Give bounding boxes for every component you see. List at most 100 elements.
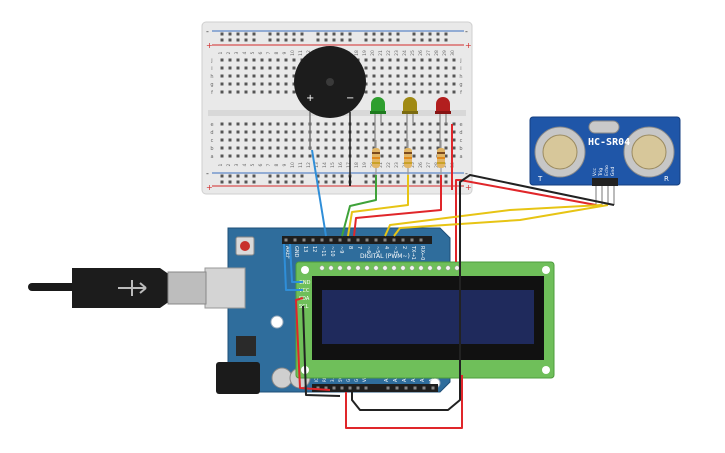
sensor-pin-label: Gnd bbox=[610, 167, 616, 176]
row-letter: g bbox=[459, 82, 462, 88]
strip-hole bbox=[252, 154, 256, 158]
strip-hole bbox=[420, 90, 424, 94]
wire-lcd-scl[interactable] bbox=[283, 243, 303, 291]
column-number: 11 bbox=[298, 162, 304, 168]
strip-hole bbox=[372, 146, 376, 150]
strip-hole bbox=[220, 82, 224, 86]
wire-lcd-vcc[interactable] bbox=[295, 297, 331, 391]
strip-hole bbox=[332, 138, 336, 142]
piezo-buzzer[interactable]: + − bbox=[294, 46, 366, 176]
strip-hole bbox=[428, 154, 432, 158]
strip-hole bbox=[420, 138, 424, 142]
strip-hole bbox=[236, 82, 240, 86]
strip-hole bbox=[396, 74, 400, 78]
rail-hole bbox=[228, 38, 232, 42]
rail-hole bbox=[300, 180, 304, 184]
strip-hole bbox=[404, 82, 408, 86]
rail-hole bbox=[388, 38, 392, 42]
wire-red-led[interactable] bbox=[353, 175, 442, 237]
digital-pin-label: AREF bbox=[284, 246, 290, 259]
strip-hole bbox=[236, 66, 240, 70]
rail-hole bbox=[244, 38, 248, 42]
wire-sensor-gnd[interactable] bbox=[351, 174, 615, 411]
digital-pin-socket bbox=[311, 238, 315, 242]
column-number: 27 bbox=[426, 50, 432, 56]
digital-pin-socket bbox=[293, 238, 297, 242]
strip-hole bbox=[260, 82, 264, 86]
strip-hole bbox=[244, 66, 248, 70]
strip-hole bbox=[428, 82, 432, 86]
strip-hole bbox=[228, 74, 232, 78]
rail-hole bbox=[324, 38, 328, 42]
wire-buzzer-signal[interactable] bbox=[311, 149, 327, 237]
strip-hole bbox=[452, 138, 456, 142]
sensor-crystal bbox=[588, 120, 620, 134]
row-letter: i bbox=[460, 66, 461, 72]
yellow-led-dome bbox=[403, 97, 417, 112]
wire-lcd-sda[interactable] bbox=[289, 243, 303, 283]
strip-hole bbox=[364, 130, 368, 134]
column-number: 9 bbox=[282, 163, 288, 166]
strip-hole bbox=[396, 122, 400, 126]
usb-cable-wire bbox=[28, 283, 80, 291]
wire-yellow-led[interactable] bbox=[347, 175, 409, 237]
resistor-2[interactable] bbox=[404, 140, 412, 175]
strip-hole bbox=[420, 82, 424, 86]
rail-hole bbox=[268, 174, 272, 178]
strip-hole bbox=[260, 122, 264, 126]
strip-hole bbox=[252, 130, 256, 134]
column-number: 25 bbox=[410, 162, 416, 168]
wire-sensor-trig[interactable] bbox=[384, 204, 603, 237]
strip-hole bbox=[420, 146, 424, 150]
row-letter: d bbox=[210, 130, 213, 136]
rail-hole bbox=[252, 38, 256, 42]
strip-hole bbox=[316, 146, 320, 150]
rail-hole bbox=[380, 32, 384, 36]
wire-green-led[interactable] bbox=[341, 175, 377, 237]
column-number: 29 bbox=[442, 50, 448, 56]
strip-hole bbox=[332, 146, 336, 150]
digital-pin-label: 8 bbox=[347, 246, 353, 249]
wire-lcd-gnd[interactable] bbox=[302, 305, 341, 397]
resistor-1[interactable] bbox=[372, 140, 380, 175]
rail-hole bbox=[372, 32, 376, 36]
green-led[interactable] bbox=[370, 97, 386, 150]
rail-hole bbox=[428, 180, 432, 184]
strip-hole bbox=[236, 130, 240, 134]
wire-sensor-vcc[interactable] bbox=[455, 179, 597, 262]
strip-hole bbox=[228, 138, 232, 142]
analog-pin-socket bbox=[386, 386, 390, 390]
row-letter: j bbox=[459, 58, 461, 64]
column-number: 2 bbox=[226, 163, 232, 166]
strip-hole bbox=[380, 146, 384, 150]
usb-cable[interactable] bbox=[28, 268, 207, 308]
lcd-pin bbox=[400, 265, 406, 271]
column-number: 3 bbox=[234, 163, 240, 166]
red-led[interactable] bbox=[435, 97, 451, 150]
column-number: 9 bbox=[282, 51, 288, 54]
lcd-pin bbox=[328, 265, 334, 271]
rail-hole bbox=[332, 174, 336, 178]
strip-hole bbox=[228, 66, 232, 70]
bottom-rail-minus-label-right: - bbox=[465, 169, 468, 178]
wire-5v-loop[interactable] bbox=[345, 375, 463, 429]
row-letter: c bbox=[211, 138, 214, 144]
strip-hole bbox=[380, 66, 384, 70]
sensor-t-mark: T bbox=[537, 175, 543, 183]
strip-hole bbox=[436, 82, 440, 86]
strip-hole bbox=[324, 146, 328, 150]
analog-pin-socket bbox=[395, 386, 399, 390]
sensor-pin-header bbox=[592, 178, 618, 186]
digital-header-label: DIGITAL (PWM~) bbox=[360, 253, 410, 260]
column-number: 18 bbox=[354, 162, 360, 168]
resistor-3[interactable] bbox=[437, 140, 445, 175]
reset-button[interactable] bbox=[240, 241, 250, 251]
strip-hole bbox=[324, 154, 328, 158]
strip-hole bbox=[380, 122, 384, 126]
strip-hole bbox=[236, 138, 240, 142]
power-analog-header bbox=[312, 384, 438, 392]
row-letter: h bbox=[459, 74, 462, 80]
yellow-led[interactable] bbox=[402, 97, 418, 150]
rail-hole bbox=[380, 180, 384, 184]
